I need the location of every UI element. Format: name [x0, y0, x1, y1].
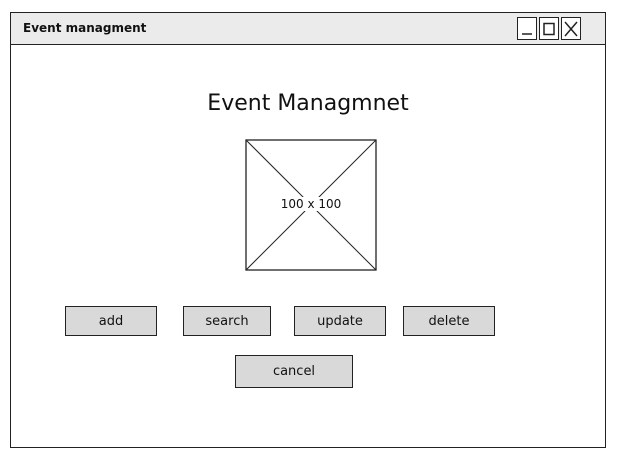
- delete-button[interactable]: delete: [403, 306, 495, 336]
- close-button[interactable]: [561, 17, 581, 40]
- app-window: Event managment Event Managmnet 100 x 10: [10, 12, 606, 448]
- maximize-button[interactable]: [539, 17, 559, 40]
- close-icon: [564, 21, 578, 36]
- minimize-button[interactable]: [517, 17, 537, 40]
- add-button[interactable]: add: [65, 306, 157, 336]
- image-placeholder: 100 x 100: [245, 139, 377, 271]
- maximize-icon: [543, 22, 555, 35]
- window-title: Event managment: [23, 21, 147, 35]
- cancel-button[interactable]: cancel: [235, 355, 353, 388]
- search-button[interactable]: search: [183, 306, 271, 336]
- image-placeholder-label: 100 x 100: [278, 197, 344, 211]
- title-bar: Event managment: [11, 13, 605, 45]
- minimize-icon: [522, 32, 532, 35]
- page-title: Event Managmnet: [207, 91, 409, 116]
- update-button[interactable]: update: [294, 306, 386, 336]
